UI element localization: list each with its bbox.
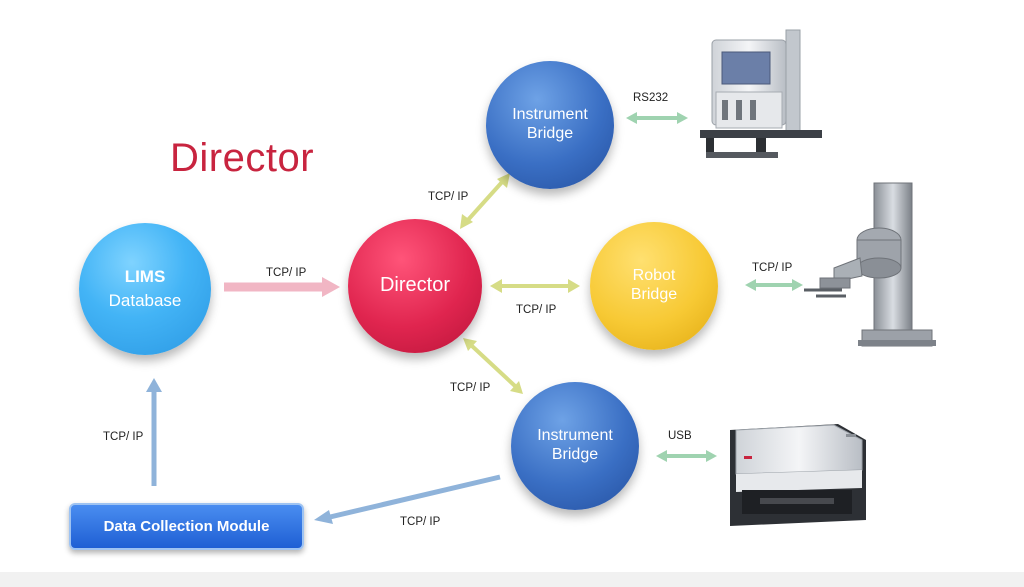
diagram-title: Director [170, 136, 315, 180]
arrow-director-ib-top [460, 173, 510, 229]
arrow-director-robot [490, 279, 580, 293]
instrument-bridge-bottom-line1: Instrument [537, 427, 613, 445]
arrow-ib-top-to-instrument [626, 112, 688, 124]
instrument-bridge-top-line2: Bridge [526, 125, 574, 142]
instrument-bridge-bottom-line2: Bridge [551, 446, 599, 463]
plate-reader-instrument-icon [730, 424, 866, 526]
label-lims-to-director: TCP/ IP [266, 267, 307, 279]
database-label: Database [108, 291, 182, 310]
arrow-director-ib-bottom [463, 338, 523, 394]
label-ib-top-to-instrument: RS232 [633, 92, 669, 104]
arrow-dcm-to-lims [146, 378, 162, 486]
robot-bridge-line1: Robot [632, 267, 676, 285]
robot-bridge-node: Robot Bridge [590, 222, 718, 350]
director-label: Director [379, 274, 450, 297]
data-collection-module-box: Data Collection Module [69, 503, 304, 550]
instrument-bridge-top-node: Instrument Bridge [486, 61, 614, 189]
arrow-ib-bottom-to-reader [656, 450, 717, 462]
instrument-bridge-bottom-node: Instrument Bridge [511, 382, 639, 510]
robot-bridge-line2: Bridge [630, 286, 678, 303]
bottom-strip [0, 572, 1024, 587]
lims-database-node: LIMS Database [79, 223, 211, 355]
label-ib-bottom-to-dcm: TCP/ IP [400, 516, 441, 528]
label-director-to-robot: TCP/ IP [516, 304, 557, 316]
liquid-handler-instrument-icon [700, 29, 822, 158]
arrow-ib-bottom-to-dcm [314, 474, 501, 524]
lims-label: LIMS [124, 266, 166, 286]
label-director-to-ib-top: TCP/ IP [428, 191, 469, 203]
label-ib-bottom-to-reader: USB [668, 430, 692, 442]
arrow-robot-to-arm [745, 279, 803, 291]
director-node: Director [348, 219, 482, 353]
label-robot-to-arm: TCP/ IP [752, 262, 793, 274]
robotic-arm-icon [804, 182, 936, 347]
label-dcm-to-lims: TCP/ IP [103, 431, 144, 443]
instrument-bridge-top-line1: Instrument [512, 106, 588, 124]
label-director-to-ib-bottom: TCP/ IP [450, 382, 491, 394]
arrow-lims-to-director [224, 277, 340, 297]
